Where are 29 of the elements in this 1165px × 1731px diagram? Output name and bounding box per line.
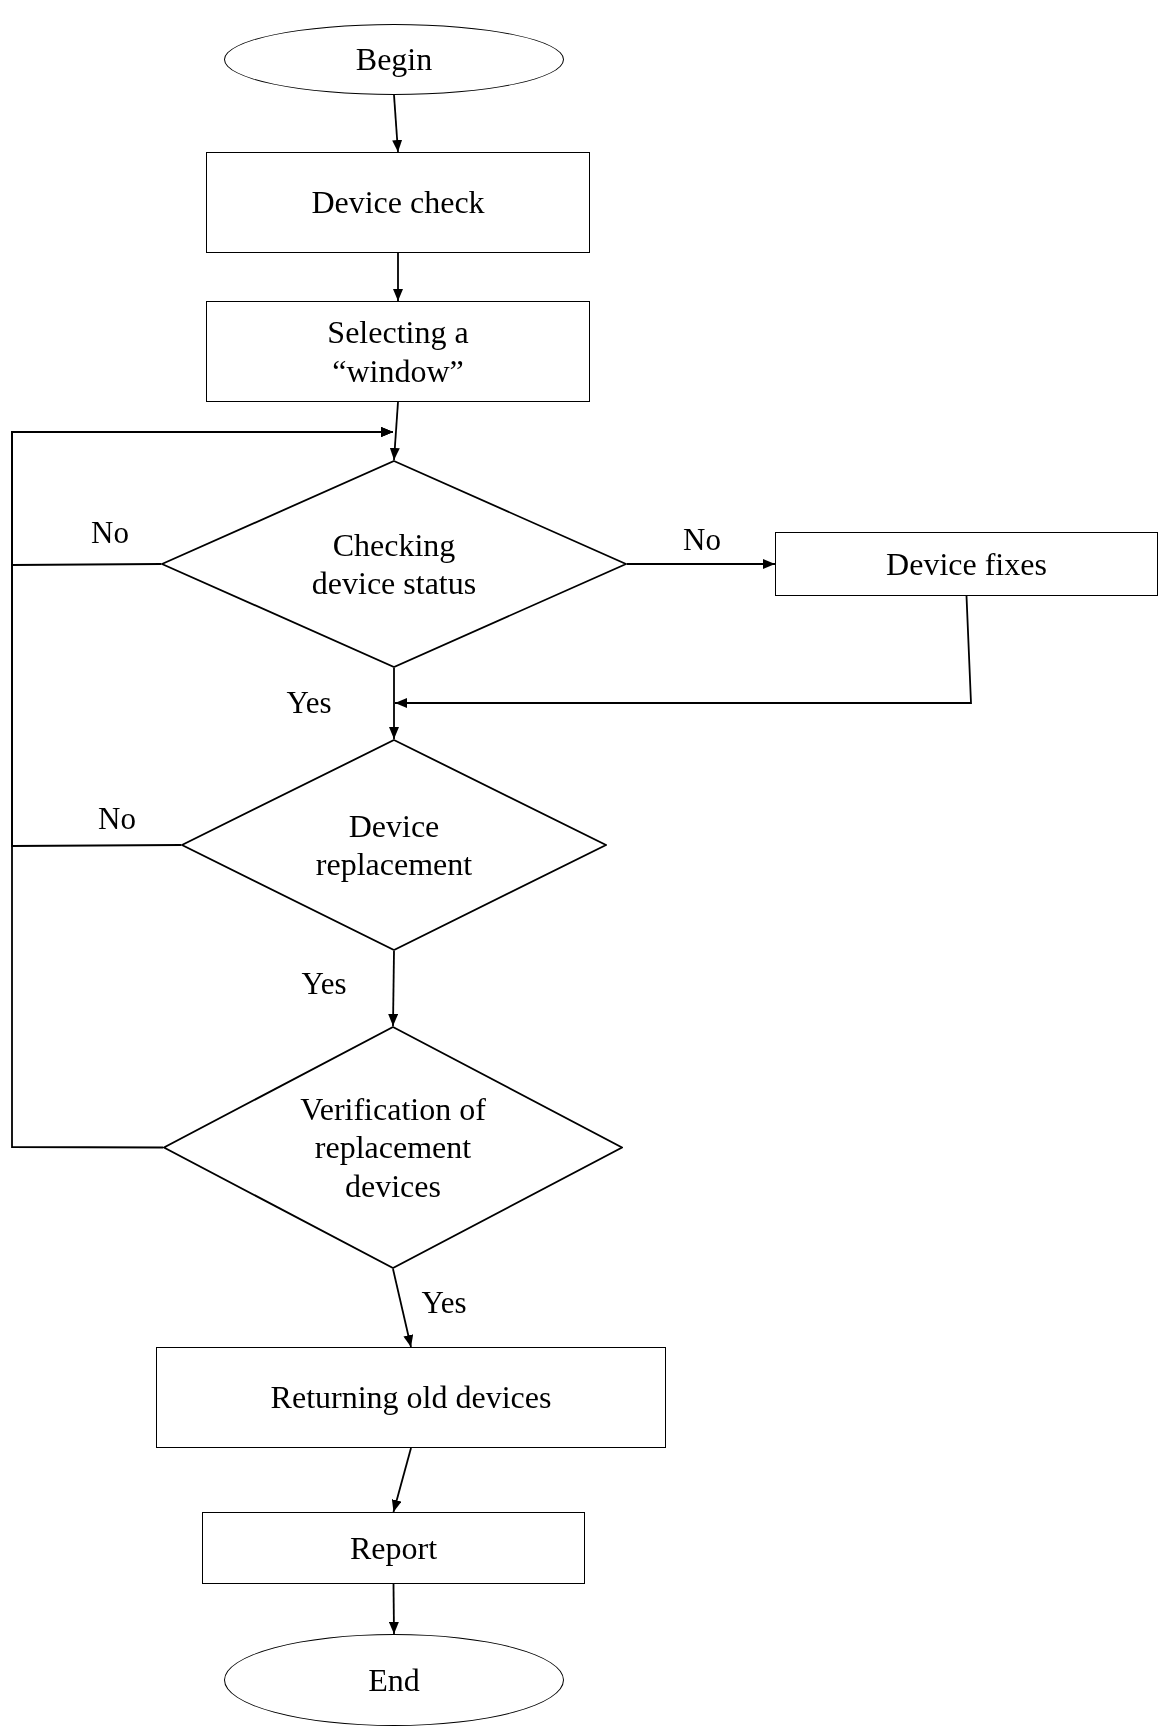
arrow xyxy=(391,1447,412,1513)
node-label: Begin xyxy=(355,40,433,79)
node-label: Device check xyxy=(311,183,485,222)
process-box xyxy=(206,301,590,402)
decision-diamond xyxy=(163,1026,623,1269)
arrow xyxy=(388,950,399,1027)
node-label: Report xyxy=(349,1528,438,1568)
arrow xyxy=(394,595,972,708)
arrow xyxy=(388,1583,399,1635)
node-label: Verification of replacement devices xyxy=(299,1089,487,1206)
decision-diamond xyxy=(181,739,607,951)
node-label: Returning old devices xyxy=(270,1378,552,1417)
arrow xyxy=(11,427,394,1149)
arrow xyxy=(393,252,403,302)
arrow xyxy=(626,559,776,569)
process-box xyxy=(206,152,590,253)
arrow xyxy=(392,94,403,153)
process-box xyxy=(775,532,1158,596)
decision-diamond xyxy=(161,460,627,668)
arrow xyxy=(389,401,400,461)
process-box xyxy=(202,1512,585,1584)
node-label: Checking device status xyxy=(310,525,478,603)
process-box xyxy=(156,1347,666,1448)
node-label: Device fixes xyxy=(886,544,1047,584)
node-label: Device replacement xyxy=(314,806,474,884)
node-label: Selecting a “window” xyxy=(326,313,470,390)
arrow xyxy=(392,1268,414,1348)
arrow xyxy=(389,667,399,740)
node-label: End xyxy=(368,1660,420,1700)
